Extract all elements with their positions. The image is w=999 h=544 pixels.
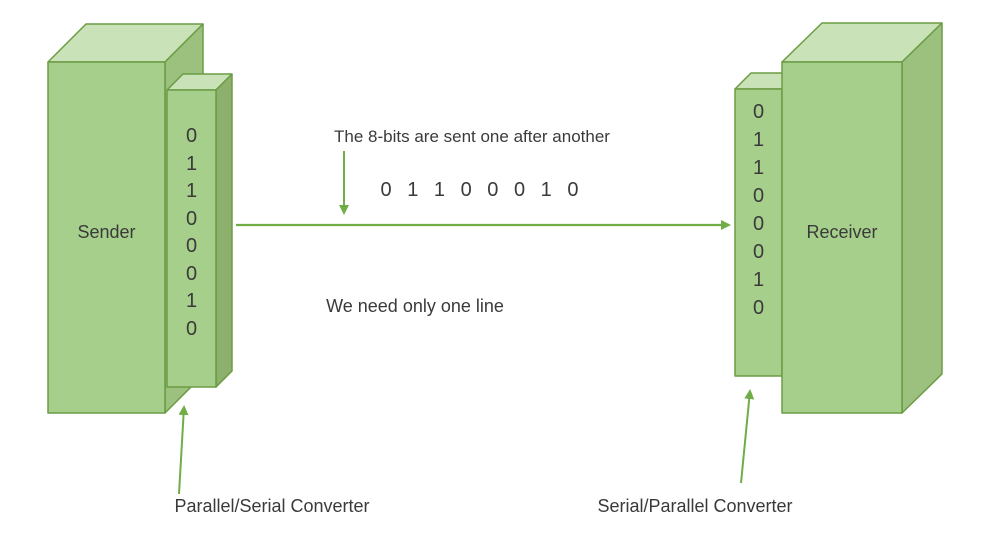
receiver-box-side-face: [901, 22, 943, 414]
receiver-converter-bits: 0 1 1 0 0 0 1 0: [752, 101, 765, 319]
serial-bit-stream: 0 1 1 0 0 0 1 0: [380, 179, 584, 201]
receiver-box-front-face: [781, 61, 903, 414]
receiver-box: [781, 22, 943, 414]
sender-converter-front-face: [166, 89, 217, 388]
sender-box-front-face: [47, 61, 166, 414]
sender-converter-box: [166, 73, 233, 388]
sender-converter-side-face: [215, 73, 233, 388]
channel-note: We need only one line: [326, 296, 504, 316]
serial-parallel-converter-label: Serial/Parallel Converter: [597, 496, 793, 516]
serial-parallel-pointer-arrow: [740, 389, 755, 484]
sender-label: Sender: [77, 222, 136, 242]
receiver-label: Receiver: [806, 222, 878, 242]
parallel-serial-pointer-arrow: [178, 405, 189, 495]
parallel-serial-converter-label: Parallel/Serial Converter: [174, 496, 370, 516]
channel-caption: The 8-bits are sent one after another: [334, 127, 610, 146]
sender-converter-bits: 0 1 1 0 0 0 1 0: [185, 125, 198, 340]
